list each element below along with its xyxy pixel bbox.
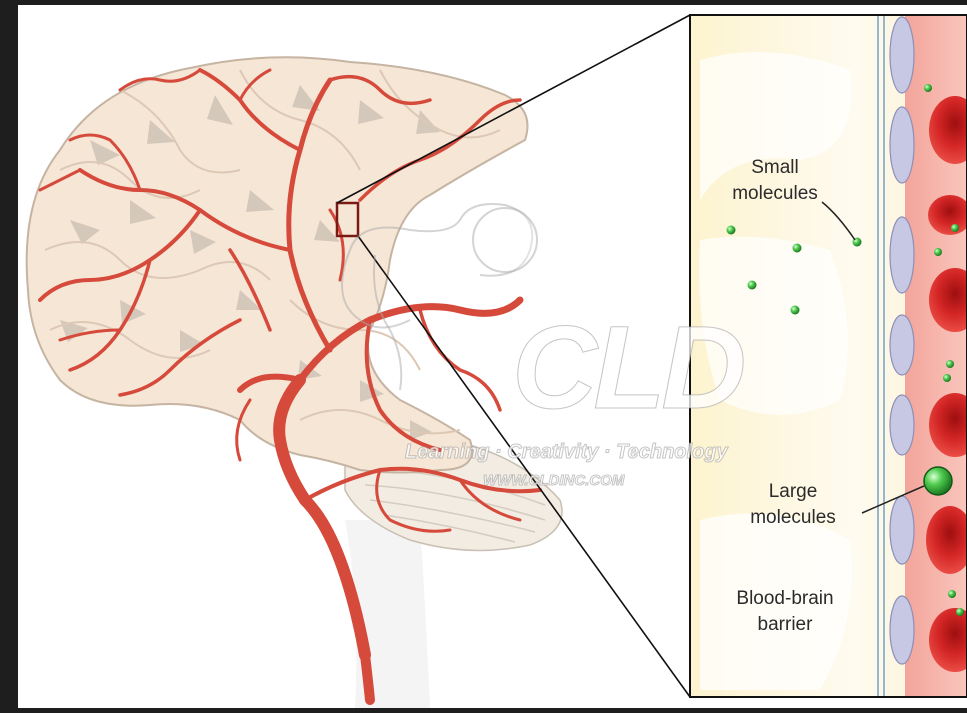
blood-brain-barrier-label-line2: barrier — [700, 612, 870, 638]
large-molecules-label-line1: Large — [738, 479, 848, 505]
small-molecules-label-line1: Small — [700, 155, 850, 181]
large-molecules-label-line2: molecules — [738, 505, 848, 531]
watermark-tagline: Learning · Creativity · Technology — [405, 441, 728, 464]
large-molecules-label: Large molecules — [738, 479, 848, 531]
watermark-url: WWW.CLDINC.COM — [483, 472, 624, 489]
small-molecules-label-line2: molecules — [700, 181, 850, 207]
blood-brain-barrier-label: Blood-brain barrier — [700, 586, 870, 638]
large-molecule-icon — [924, 467, 952, 495]
blood-brain-barrier-label-line1: Blood-brain — [700, 586, 870, 612]
watermark-logo: CLD — [512, 300, 743, 436]
small-molecules-label: Small molecules — [700, 155, 850, 207]
